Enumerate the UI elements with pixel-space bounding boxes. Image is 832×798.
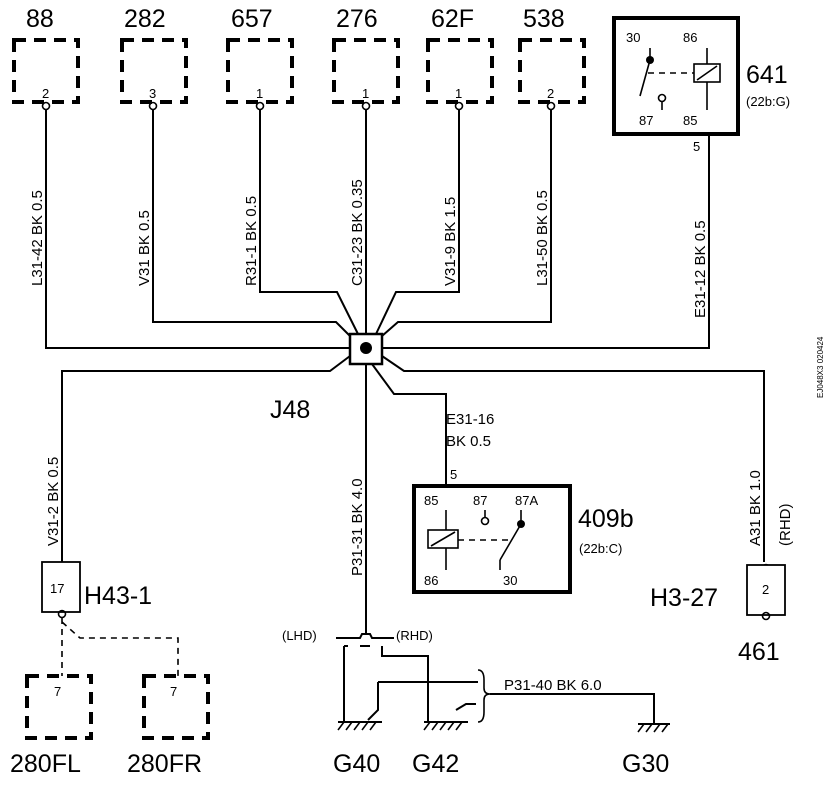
relay-409b-label: 409b <box>578 505 634 533</box>
connector-282: 282 3 <box>120 5 188 104</box>
connector-h3-27-pin: 2 <box>762 582 769 597</box>
rhd-label: (RHD) <box>396 628 433 643</box>
relay-641-variant: (22b:G) <box>746 94 790 109</box>
wire-label-v31-9: V31-9 BK 1.5 <box>442 197 459 286</box>
relay-409b-pin30: 30 <box>503 573 517 588</box>
ground-g42-label: G42 <box>412 750 459 778</box>
wire-e31-12 <box>382 136 710 349</box>
wire-label-p31-31: P31-31 BK 4.0 <box>349 478 366 576</box>
splice-j48-label: J48 <box>270 396 310 424</box>
connector-538: 538 2 <box>518 5 586 104</box>
connector-657-label: 657 <box>231 5 273 33</box>
wire-label-p31-40: P31-40 BK 6.0 <box>504 677 602 694</box>
connector-280fr-pin: 7 <box>170 684 177 699</box>
ground-g42: G42 <box>412 721 468 778</box>
top-pin-terminals <box>41 101 556 111</box>
connector-h3-27-label: H3-27 <box>650 584 718 612</box>
relay-409b: 5 85 87 87A 86 30 409b (22b:C) <box>412 467 634 594</box>
connector-h43-1-label: H43-1 <box>84 582 152 610</box>
connector-88: 88 2 <box>12 5 80 104</box>
relay-641-pin5: 5 <box>693 139 700 154</box>
connector-282-label: 282 <box>124 5 166 33</box>
connector-88-pin: 2 <box>42 86 49 101</box>
connector-538-pin: 2 <box>547 86 554 101</box>
connector-62F-pin: 1 <box>455 86 462 101</box>
ground-g40: G40 <box>333 721 382 778</box>
dash-to-280fr <box>61 621 179 676</box>
connector-280fr: 7 280FR <box>127 674 210 778</box>
relay-409b-pin5: 5 <box>450 467 457 482</box>
side-code: EJ048X3 020424 <box>816 336 825 398</box>
top-wires <box>45 110 552 349</box>
connector-280fl-label: 280FL <box>10 750 81 778</box>
relay-641-pin86: 86 <box>683 30 697 45</box>
wire-label-c31-23: C31-23 BK 0.35 <box>349 179 366 286</box>
connector-h3-27: 2 H3-27 461 <box>650 563 786 666</box>
wire-label-e31-12: E31-12 BK 0.5 <box>692 220 709 318</box>
ground-g30: G30 <box>622 723 670 778</box>
connector-h43-1: 17 H43-1 <box>41 561 152 619</box>
connector-88-label: 88 <box>26 5 54 33</box>
relay-641: 30 86 87 85 641 (22b:G) 5 <box>612 16 790 154</box>
connector-h43-1-pin: 17 <box>50 581 64 596</box>
relay-641-pin85: 85 <box>683 113 697 128</box>
ground-g40-label: G40 <box>333 750 380 778</box>
relay-641-pin30: 30 <box>626 30 640 45</box>
wire-label-l31-50: L31-50 BK 0.5 <box>534 190 551 286</box>
connector-62F: 62F 1 <box>426 5 494 104</box>
wire-label-e31-16: E31-16 <box>446 411 494 428</box>
relay-641-label: 641 <box>746 61 788 89</box>
wire-label-a31: A31 BK 1.0 <box>747 470 764 546</box>
connector-657-pin: 1 <box>256 86 263 101</box>
wire-label-r31-1: R31-1 BK 0.5 <box>243 196 260 286</box>
connector-276-label: 276 <box>336 5 378 33</box>
connector-276: 276 1 <box>332 5 400 104</box>
connector-461-label: 461 <box>738 638 780 666</box>
connector-657: 657 1 <box>226 5 294 104</box>
wire-label-v31: V31 BK 0.5 <box>136 210 153 286</box>
connector-538-label: 538 <box>523 5 565 33</box>
ground-harness: (LHD) (RHD) P31-40 BK 6.0 <box>282 628 655 724</box>
relay-409b-variant: (22b:C) <box>579 541 622 556</box>
connector-282-pin: 3 <box>149 86 156 101</box>
wire-label-rhd-vertical: (RHD) <box>777 504 794 547</box>
relay-409b-pin85: 85 <box>424 493 438 508</box>
connector-62F-label: 62F <box>431 5 474 33</box>
wire-label-l31-42: L31-42 BK 0.5 <box>29 190 46 286</box>
connector-280fl-pin: 7 <box>54 684 61 699</box>
relay-409b-pin87: 87 <box>473 493 487 508</box>
connector-276-pin: 1 <box>362 86 369 101</box>
relay-409b-pin86: 86 <box>424 573 438 588</box>
wire-label-e31-16-size: BK 0.5 <box>446 433 491 450</box>
lower-wires <box>61 355 765 634</box>
relay-641-pin87: 87 <box>639 113 653 128</box>
relay-409b-pin87a: 87A <box>515 493 538 508</box>
wire-label-v31-2: V31-2 BK 0.5 <box>45 457 62 546</box>
connector-280fr-label: 280FR <box>127 750 202 778</box>
lhd-label: (LHD) <box>282 628 317 643</box>
connector-280fl: 7 280FL <box>10 674 93 778</box>
ground-g30-label: G30 <box>622 750 669 778</box>
